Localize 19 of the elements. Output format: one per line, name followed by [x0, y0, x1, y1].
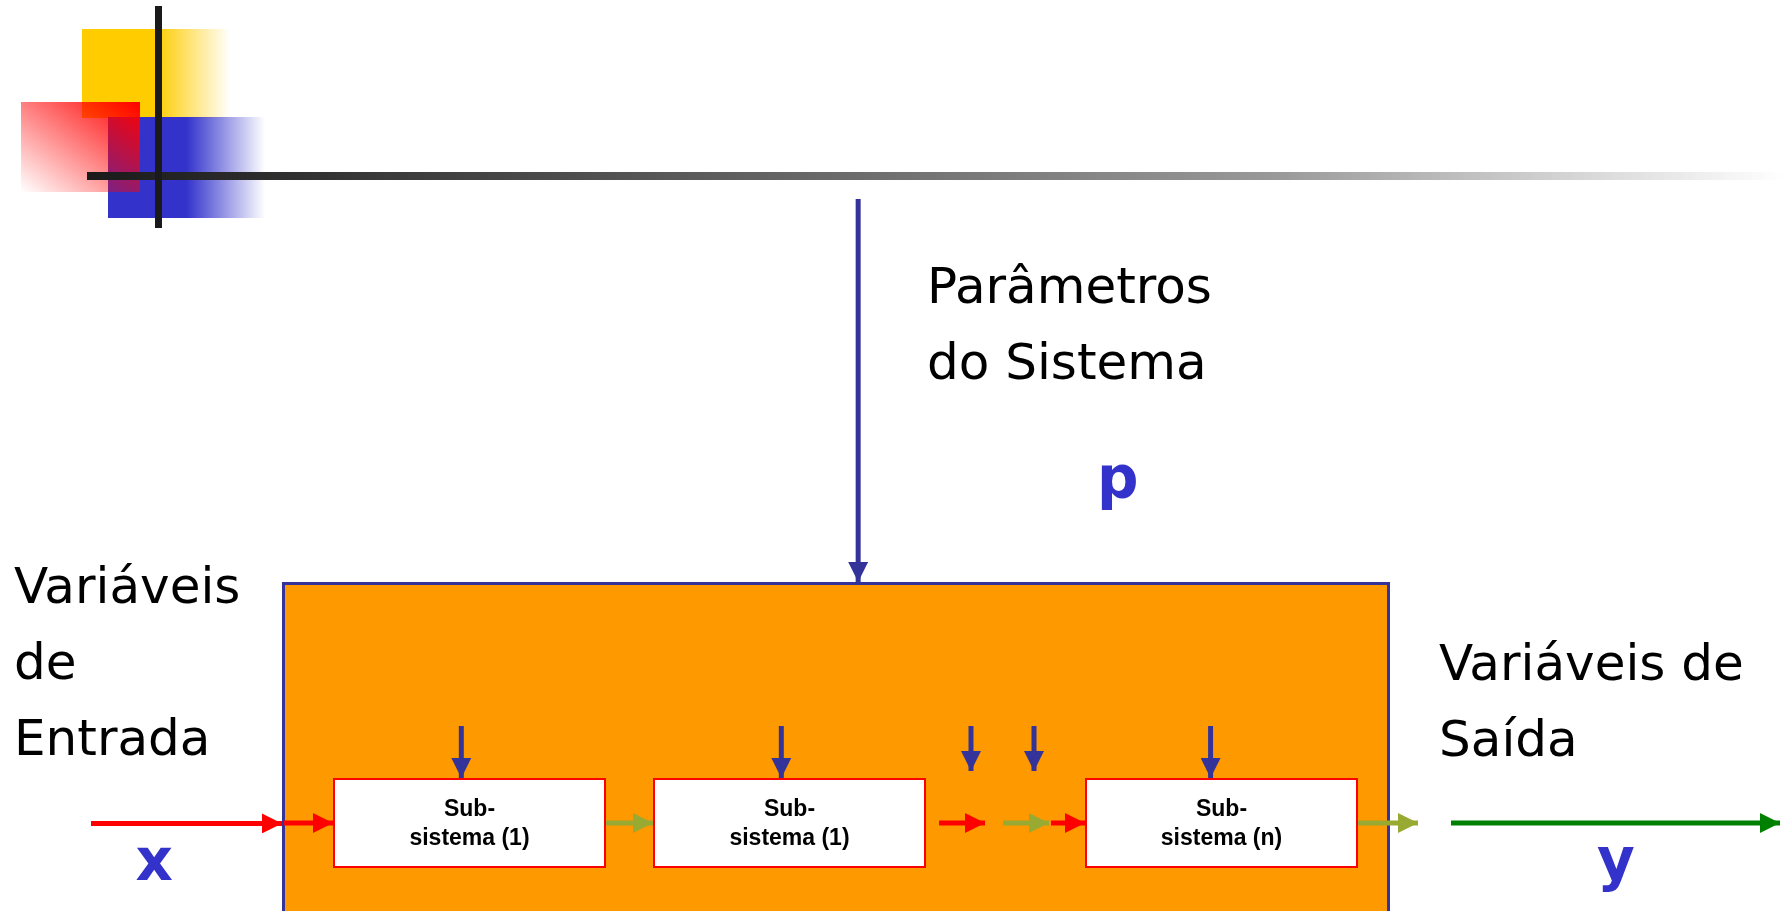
subsystem-label: Sub- sistema (n) — [1159, 794, 1284, 852]
parameters-label: Parâmetros do Sistema — [927, 256, 1213, 393]
subsystem-label: Sub- sistema (1) — [728, 794, 851, 852]
subsystem-label: Sub- sistema (1) — [408, 794, 531, 852]
arrow — [606, 813, 653, 833]
output-variables-label: Variáveis de Saída — [1439, 633, 1745, 770]
subsystem-box — [333, 778, 606, 868]
arrow — [848, 199, 869, 582]
input-variables-label: Variáveis de Entrada — [14, 556, 242, 769]
arrow — [284, 813, 333, 833]
arrow — [451, 726, 472, 778]
subsystem-box — [1085, 778, 1358, 868]
arrow — [771, 726, 792, 778]
arrow — [1051, 813, 1085, 833]
subsystem-box — [653, 778, 926, 868]
arrow — [91, 813, 282, 834]
system-box — [282, 582, 1390, 911]
arrow — [1200, 726, 1221, 778]
arrow — [1358, 813, 1418, 833]
